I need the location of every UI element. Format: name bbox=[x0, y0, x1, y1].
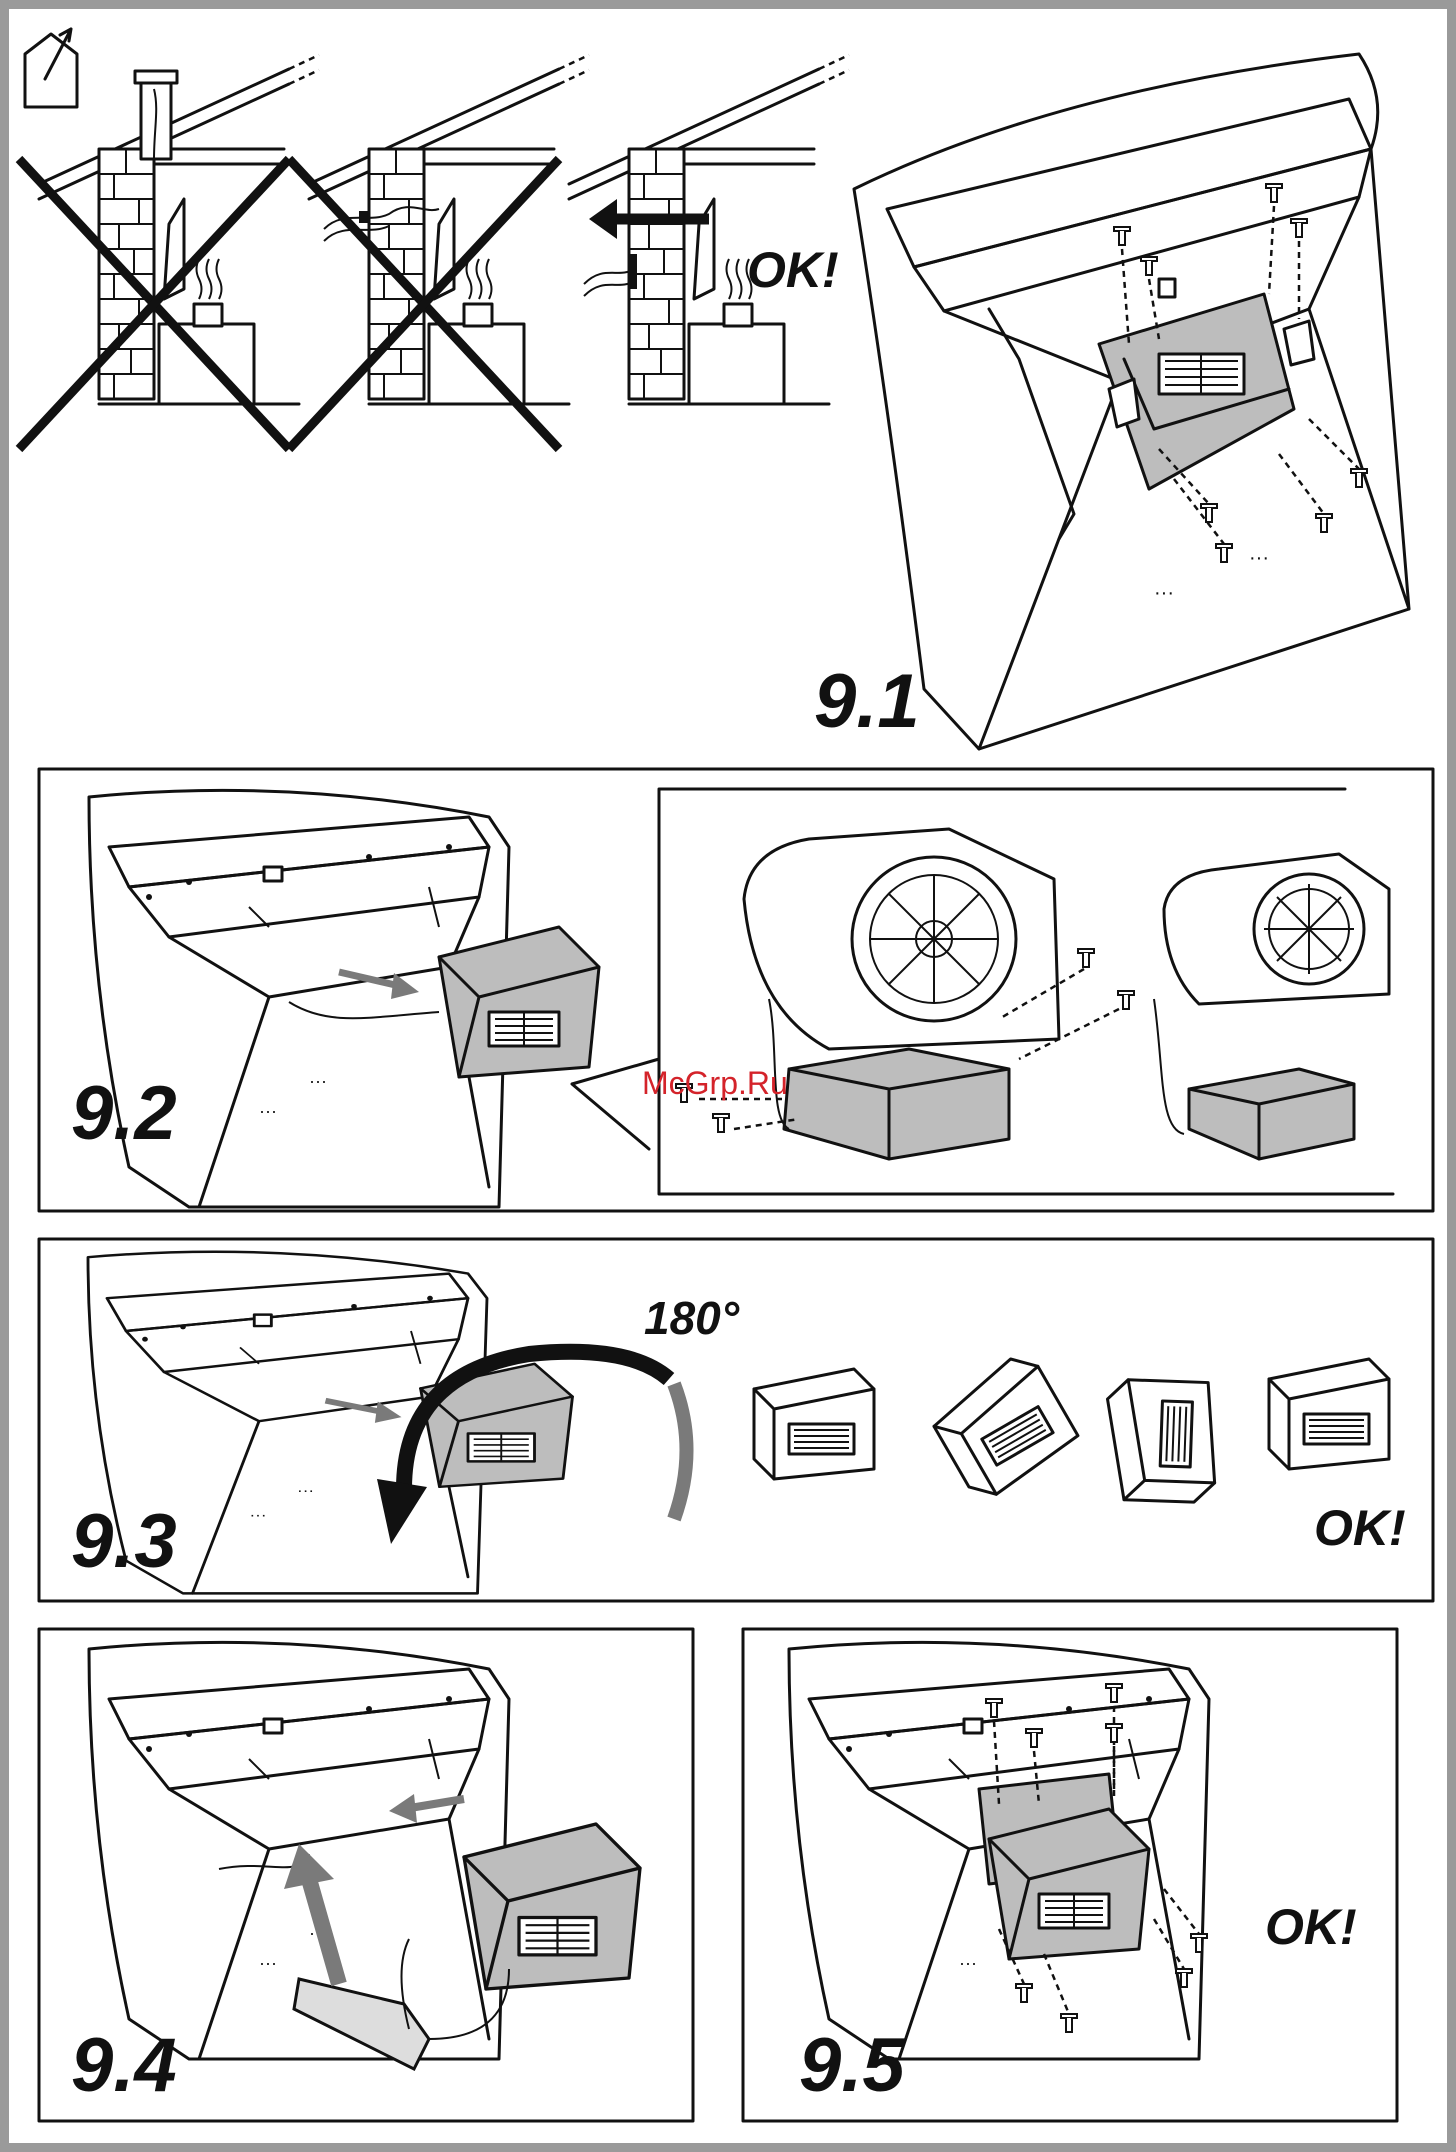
rotation-step-1 bbox=[754, 1369, 874, 1479]
instruction-diagram: ··· ··· bbox=[9, 9, 1447, 2143]
step-9-5-hood bbox=[789, 1642, 1209, 2059]
watermark: McGrp.Ru bbox=[642, 1065, 788, 1101]
step-label-9-2: 9.2 bbox=[71, 1071, 177, 1156]
step-9-4-hood bbox=[89, 1642, 640, 2069]
step-label-9-4: 9.4 bbox=[71, 2023, 177, 2108]
ok-label-rotation: OK! bbox=[1314, 1500, 1406, 1556]
house-exhaust-icon bbox=[25, 29, 77, 107]
svg-text:···: ··· bbox=[1249, 547, 1269, 569]
ok-label-final: OK! bbox=[1265, 1899, 1357, 1955]
fan-assembly-detail bbox=[676, 829, 1134, 1159]
rotation-step-2 bbox=[924, 1349, 1083, 1504]
chimney-wall-outlet-scenario bbox=[289, 55, 589, 449]
rotation-step-3 bbox=[1104, 1379, 1218, 1503]
ok-label-chimney: OK! bbox=[747, 242, 839, 298]
step-label-9-3: 9.3 bbox=[71, 1499, 177, 1584]
chimney-shared-flue-scenario bbox=[19, 55, 319, 449]
step-9-1-illustration: ··· ··· bbox=[854, 54, 1409, 749]
step-label-9-5: 9.5 bbox=[799, 2023, 906, 2108]
chimney-correct-scenario bbox=[569, 55, 849, 404]
fan-separated-detail bbox=[1154, 854, 1389, 1159]
instruction-sheet: ··· ··· bbox=[9, 9, 1447, 2143]
svg-text:···: ··· bbox=[1154, 582, 1174, 604]
rotation-step-4 bbox=[1269, 1359, 1389, 1469]
rotation-label: 180° bbox=[644, 1292, 740, 1344]
step-label-9-1: 9.1 bbox=[814, 659, 920, 744]
